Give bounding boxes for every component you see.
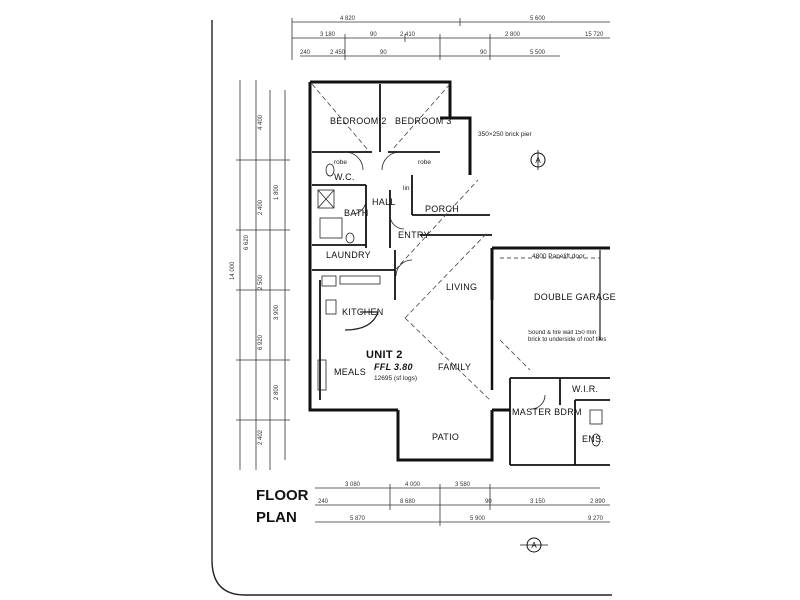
- room-patio: PATIO: [432, 432, 459, 442]
- room-bedroom-3: BEDROOM 3: [395, 116, 452, 126]
- room-laundry: LAUNDRY: [326, 250, 371, 260]
- master-suite-walls: [509, 377, 610, 466]
- dim-bottom-6: 90: [485, 499, 492, 505]
- dim-bottom-7: 3 150: [530, 499, 546, 505]
- room-double-garage: DOUBLE GARAGE: [534, 292, 616, 302]
- dim-bottom-3: 3 580: [455, 482, 471, 488]
- room-family: FAMILY: [438, 362, 471, 372]
- left-dimension-text: 4 400 1 800 2 400 6 620 2 500 14 000 3 9…: [230, 114, 280, 445]
- title-plan: PLAN: [256, 509, 297, 526]
- room-hall: HALL: [372, 197, 396, 207]
- dim-left-7: 3 900: [274, 304, 280, 320]
- room-bath: BATH: [344, 208, 369, 218]
- dim-left-3: 2 400: [258, 199, 264, 215]
- dim-bottom-4: 240: [318, 499, 329, 505]
- dim-top-10: 90: [380, 50, 387, 56]
- note-brick-pier: 350×250 brick pier: [478, 131, 532, 138]
- robe-bed3: robe: [418, 159, 431, 166]
- title-floor: FLOOR: [256, 487, 309, 504]
- dim-left-1: 4 400: [258, 114, 264, 130]
- section-marker-top-label: A: [535, 156, 541, 165]
- dim-bottom-1: 3 080: [345, 482, 361, 488]
- bottom-dimension-lines: [315, 484, 610, 526]
- section-marker-bottom-label: A: [531, 541, 537, 550]
- kitchen-island: [344, 311, 379, 331]
- dim-left-2: 1 800: [274, 184, 280, 200]
- left-dimension-lines: [236, 80, 290, 470]
- room-meals: MEALS: [334, 367, 366, 377]
- dim-top-12: 90: [480, 50, 487, 56]
- robe-bed2: robe: [334, 159, 347, 166]
- dim-left-5: 2 500: [258, 274, 264, 290]
- section-marker-top: A: [530, 150, 546, 170]
- dim-left-6: 14 000: [230, 261, 236, 280]
- note-fire-wall: Sound & fire wall 150 min brick to under…: [528, 330, 607, 343]
- dim-bottom-10: 5 900: [470, 516, 486, 522]
- dim-top-3: 3 180: [320, 32, 336, 38]
- door-swings: [344, 151, 546, 410]
- note-fire-wall-box: Sound & fire wall 150 min brick to under…: [528, 330, 607, 343]
- dim-left-9: 2 800: [274, 384, 280, 400]
- room-wir: W.I.R.: [572, 384, 598, 394]
- dim-bottom-5: 8 680: [400, 499, 416, 505]
- dim-top-5: 2 410: [400, 32, 416, 38]
- dim-bottom-2: 4 000: [405, 482, 421, 488]
- room-porch: PORCH: [425, 204, 459, 214]
- dim-top-8: 240: [300, 50, 311, 56]
- unit-area: 12695 (sf logs): [374, 375, 417, 382]
- room-kitchen: KITCHEN: [342, 307, 384, 317]
- unit-name: UNIT 2: [366, 349, 403, 361]
- interior-walls: [312, 84, 492, 400]
- dim-top-1: 4 820: [340, 16, 356, 22]
- unit-ffl: FFL 3.80: [374, 362, 413, 372]
- dim-top-2: 5 600: [530, 16, 546, 22]
- dim-bottom-8: 2 890: [590, 499, 606, 505]
- roof-hip-lines: [311, 83, 531, 401]
- room-wc: W.C.: [334, 172, 355, 182]
- dim-top-6: 2 800: [505, 32, 521, 38]
- dim-top-11: 5 500: [530, 50, 546, 56]
- linen-cupboard: lin: [403, 185, 410, 192]
- dim-left-8: 6 920: [258, 334, 264, 350]
- dim-bottom-9: 5 870: [350, 516, 366, 522]
- room-master-bedroom: MASTER BDRM: [512, 407, 582, 417]
- exterior-walls: [308, 80, 610, 462]
- dim-top-7: 15 720: [585, 32, 604, 38]
- dim-top-9: 2 450: [330, 50, 346, 56]
- dim-bottom-11: 9 270: [588, 516, 604, 522]
- dim-left-10: 2 402: [258, 429, 264, 445]
- room-bedroom-2: BEDROOM 2: [330, 116, 387, 126]
- room-entry: ENTRY: [398, 230, 430, 240]
- room-living: LIVING: [446, 282, 477, 292]
- dim-top-4: 90: [370, 32, 377, 38]
- fixtures: [317, 163, 603, 447]
- top-dimension-lines: [291, 18, 610, 60]
- section-marker-bottom: A: [520, 537, 548, 553]
- dim-left-4: 6 620: [244, 234, 250, 250]
- sheet-border-left: [211, 20, 612, 596]
- room-ensuite: ENS.: [582, 434, 604, 444]
- note-garage-door: 4800 Panelift door: [532, 253, 586, 260]
